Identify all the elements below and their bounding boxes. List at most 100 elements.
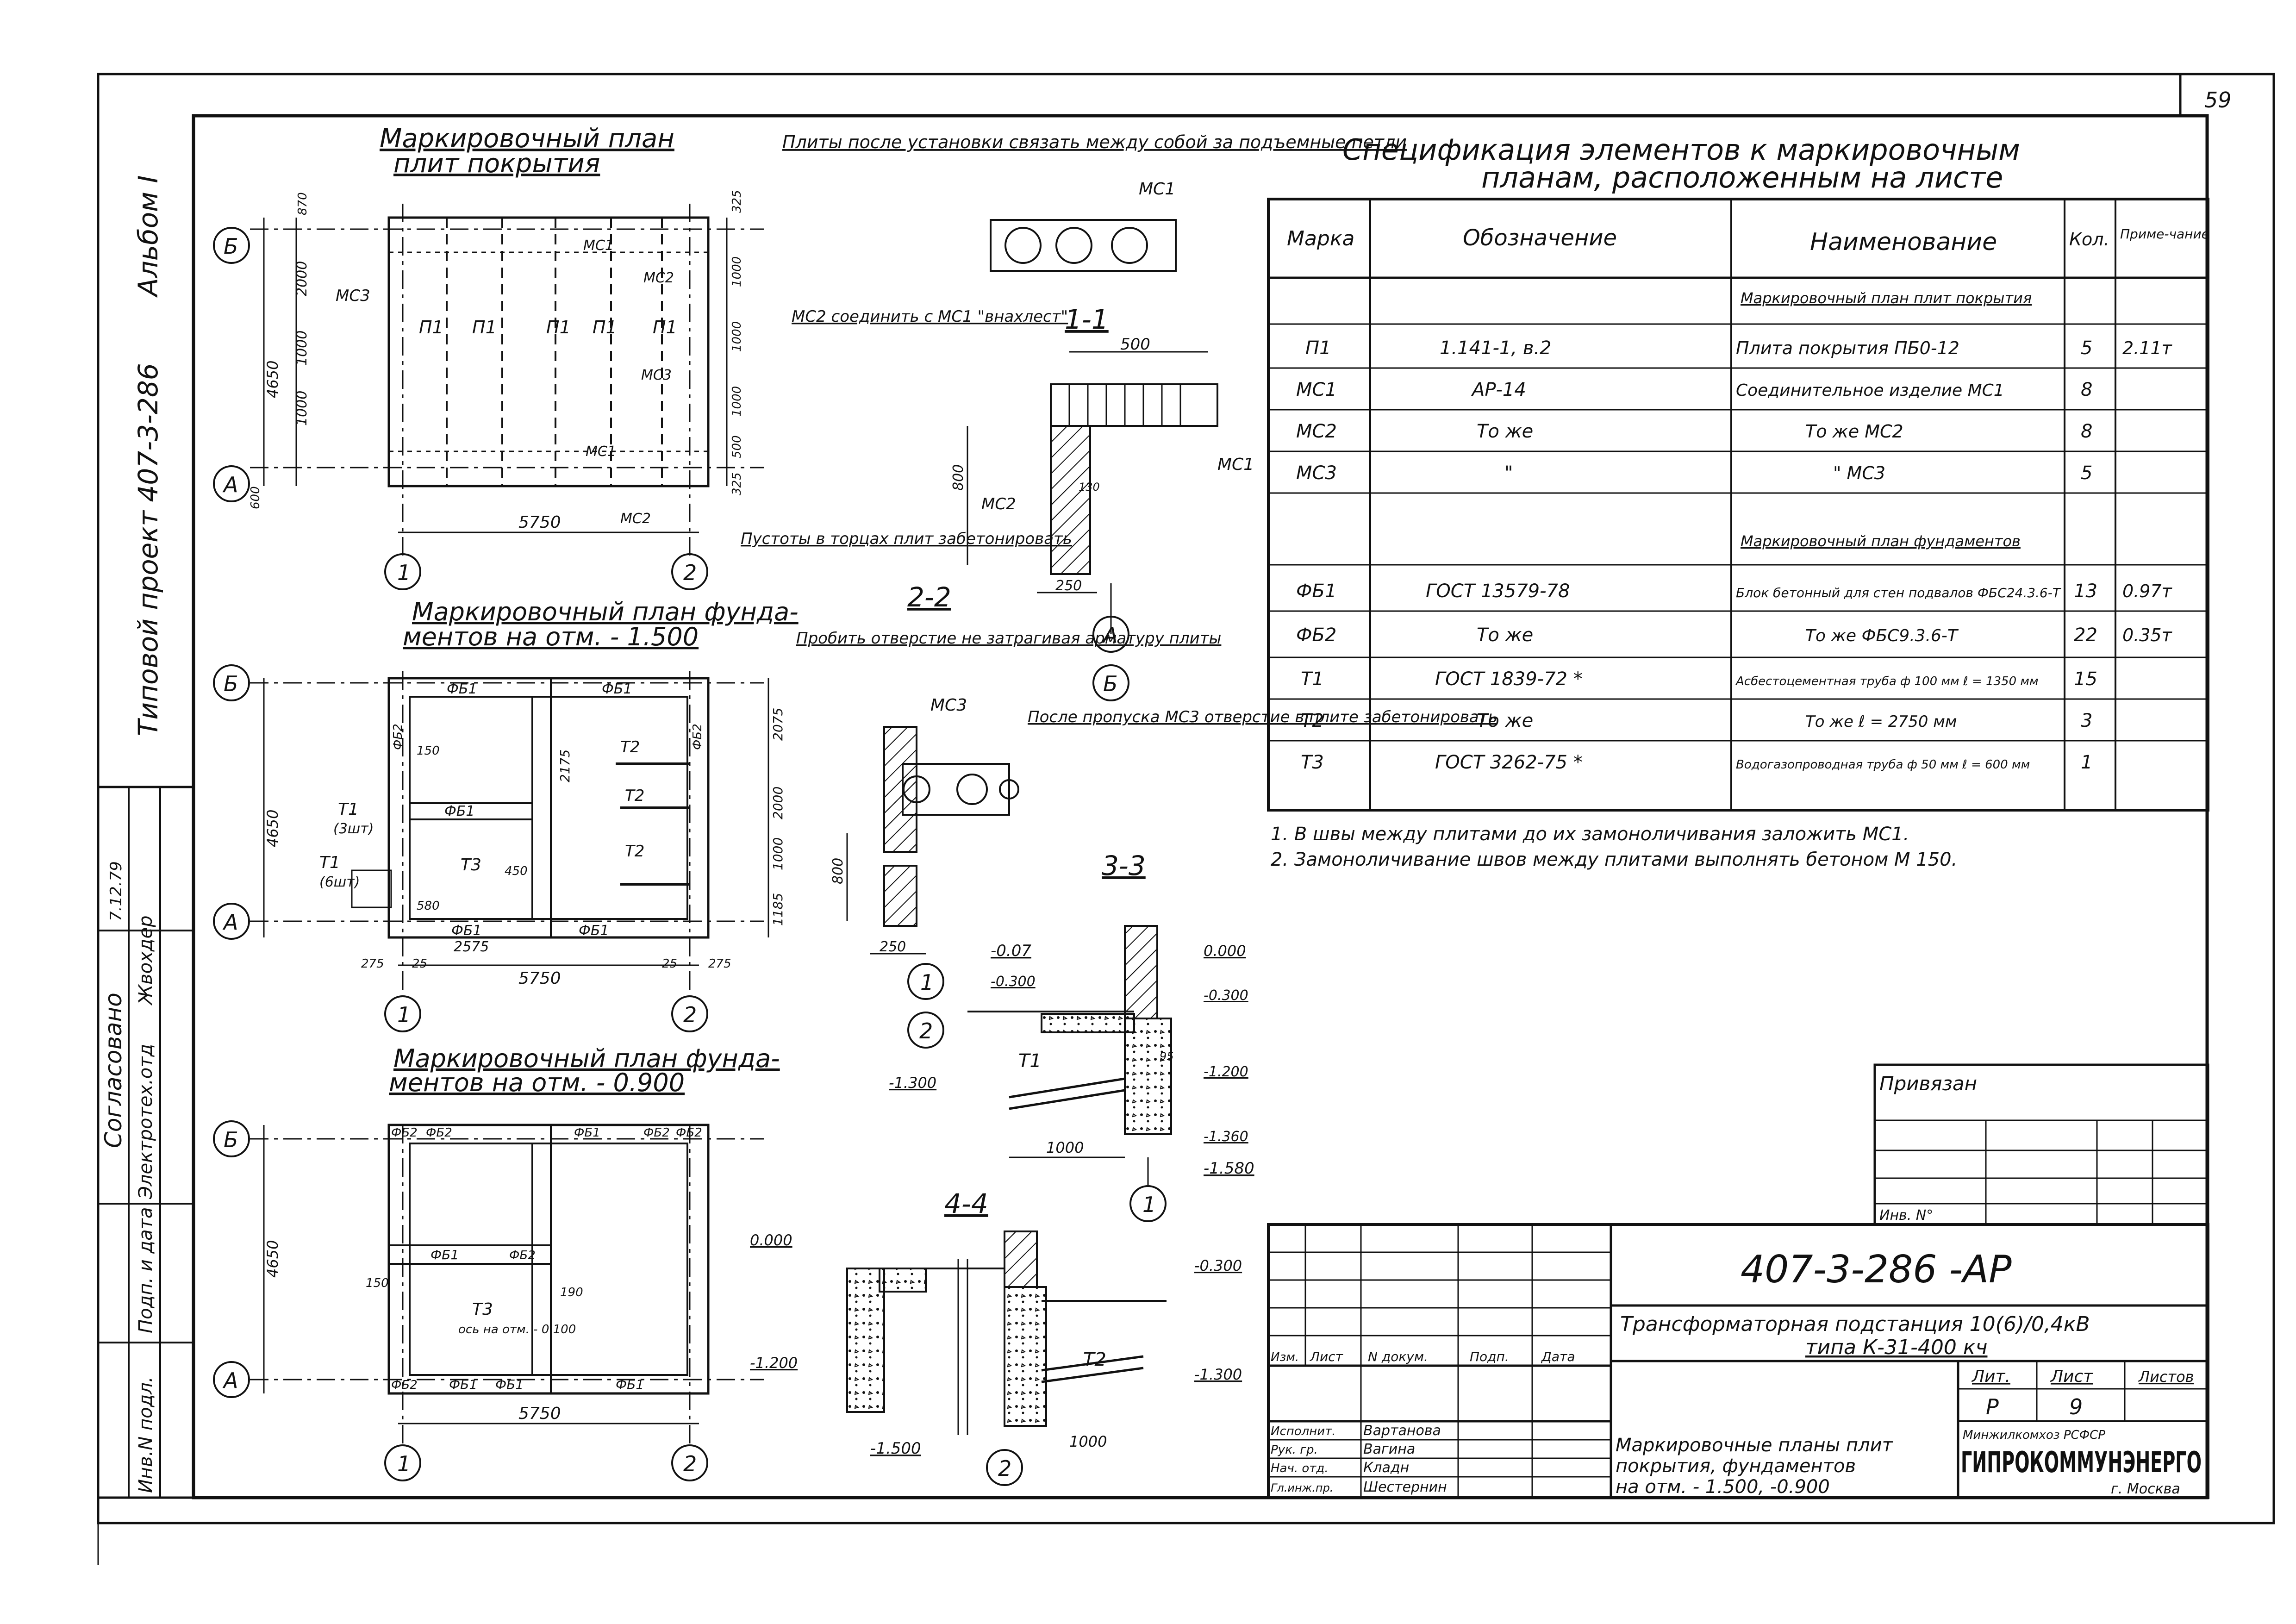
roof-slab-1: П1 bbox=[419, 317, 443, 337]
roof-mc2-bottom: МС2 bbox=[620, 511, 651, 527]
plan-roof bbox=[250, 204, 764, 556]
spec-h-name: Наименование bbox=[1810, 228, 1997, 256]
spec-row: Т1 ГОСТ 1839-72 * Асбестоцементная труба… bbox=[1301, 668, 2097, 690]
s33-level-0300a: -0.300 bbox=[991, 974, 1036, 990]
section-3-3 bbox=[967, 925, 1172, 1185]
roof-dim-right-500: 500 bbox=[730, 435, 744, 458]
s11-mc2: МС2 bbox=[981, 495, 1016, 513]
roof-dim-right-1000a: 1000 bbox=[730, 256, 744, 287]
spec-r3-name: То же МС2 bbox=[1805, 421, 1903, 442]
spec-row: МС2 То же То же МС2 8 bbox=[1296, 421, 2092, 442]
privyazan-block bbox=[1873, 1063, 2209, 1226]
section-4-4-title: 4-4 bbox=[944, 1188, 988, 1219]
tb-col-sign: Подп. bbox=[1470, 1349, 1509, 1364]
s44-level-1200: -1.200 bbox=[750, 1354, 798, 1372]
roof-dim-bottom: 5750 bbox=[518, 513, 561, 532]
spec-r1-mark: П1 bbox=[1305, 337, 1331, 359]
tb-stage-h2: Лист bbox=[2050, 1367, 2093, 1386]
s22-axis-2-bubble bbox=[907, 1012, 944, 1049]
f1500-t2-c: Т2 bbox=[625, 842, 644, 861]
album-label: Альбом I bbox=[132, 175, 164, 298]
s33-axis-bubble bbox=[1129, 1185, 1167, 1222]
spec-r4-name: " МС3 bbox=[1833, 463, 1885, 483]
roof-dim-left-870: 870 bbox=[296, 192, 310, 215]
tb-org-name: ГИПРОКОММУНЭНЕРГО bbox=[1961, 1445, 2202, 1479]
s11-dim-500: 500 bbox=[1120, 335, 1150, 354]
roof-dim-left-600: 600 bbox=[249, 486, 262, 509]
f1500-dim-25a: 25 bbox=[412, 957, 427, 971]
f1500-dim-bottom: 5750 bbox=[518, 969, 561, 988]
tb-object-2: типа К-31-400 кч bbox=[1805, 1336, 1987, 1359]
s33-t1: Т1 bbox=[1018, 1050, 1042, 1072]
f0900-t3-note: ось на отм. - 0.100 bbox=[458, 1323, 576, 1337]
plan-roof-title-2: плит покрытия bbox=[393, 149, 600, 179]
s11-axis-a: А bbox=[1102, 623, 1117, 648]
s33-level-1300: -1.300 bbox=[889, 1074, 936, 1092]
roof-dim-right-1000b: 1000 bbox=[730, 321, 744, 352]
s44-axis: 2 bbox=[998, 1456, 1011, 1481]
f0900-fb2-b: ФБ2 bbox=[426, 1126, 452, 1140]
f1500-t1-count: (3шт) bbox=[333, 821, 374, 837]
spec-r9-code: ГОСТ 3262-75 * bbox=[1435, 752, 1583, 773]
s44-level-0300: -0.300 bbox=[1194, 1257, 1242, 1274]
f1500-fb1-a: ФБ1 bbox=[447, 681, 477, 697]
privyazan-inv: Инв. N° bbox=[1879, 1207, 1933, 1224]
f1500-t1-count2: (6шт) bbox=[319, 874, 360, 890]
spec-r8-code: То же bbox=[1477, 710, 1533, 731]
s22-note-left-text: Пробить отверстие не затрагивая арматуру… bbox=[796, 629, 1221, 648]
tb-org-top: Минжилкомхоз РСФСР bbox=[1963, 1428, 2105, 1442]
spec-row: П1 1.141-1, в.2 Плита покрытия ПБ0-12 5 … bbox=[1305, 337, 2173, 359]
agreed-name: Жвохдер bbox=[135, 916, 156, 1006]
spec-r6-mark: ФБ2 bbox=[1296, 625, 1336, 646]
spec-h-qty: Кол. bbox=[2069, 229, 2109, 250]
f0900-axis-b: Б bbox=[224, 1127, 238, 1152]
spec-r8-mark: Т2 bbox=[1301, 710, 1324, 731]
section-4-4 bbox=[846, 1230, 1167, 1435]
roof-slab-2: П1 bbox=[472, 317, 497, 337]
spec-r3-mark: МС2 bbox=[1296, 421, 1337, 442]
f1500-fb1-b: ФБ1 bbox=[602, 681, 632, 697]
f1500-axis-1: 1 bbox=[397, 1002, 411, 1027]
f1500-dim-left: 4650 bbox=[264, 810, 281, 847]
sign-label-side: Подп. и дата bbox=[135, 1207, 156, 1333]
s11-axis-b: Б bbox=[1103, 671, 1118, 696]
spec-r2-qty: 8 bbox=[2081, 379, 2092, 400]
f0900-axis-a: А bbox=[222, 1368, 238, 1393]
spec-note-2: 2. Замоноличивание швов между плитами вы… bbox=[1271, 849, 1957, 870]
spec-title-2: планам, расположенным на листе bbox=[1481, 161, 2003, 194]
spec-r1-note: 2.11т bbox=[2122, 338, 2173, 358]
spec-r5-qty: 13 bbox=[2074, 581, 2097, 602]
s44-axis-bubble bbox=[986, 1449, 1023, 1486]
f0900-dim-left: 4650 bbox=[264, 1240, 281, 1278]
f1500-fb2-a: ФБ2 bbox=[391, 724, 405, 750]
tb-code: 407-3-286 -АР bbox=[1741, 1248, 2012, 1292]
s22-note-left: Пробить отверстие не затрагивая арматуру… bbox=[796, 629, 1221, 648]
plan-0900-title-2: ментов на отм. - 0.900 bbox=[389, 1068, 685, 1097]
f1500-dim-275b: 275 bbox=[708, 957, 731, 971]
tb-p1-role: Исполнит. bbox=[1271, 1424, 1336, 1438]
f0900-axis-bubbles bbox=[213, 1120, 708, 1481]
spec-r4-qty: 5 bbox=[2081, 462, 2092, 484]
spec-group-1: Маркировочный план плит покрытия bbox=[1741, 289, 2032, 307]
spec-r5-code: ГОСТ 13579-78 bbox=[1426, 581, 1570, 602]
spec-table bbox=[1267, 198, 2209, 812]
s11-dim-130: 130 bbox=[1079, 481, 1100, 493]
s44-t2: Т2 bbox=[1083, 1349, 1106, 1370]
spec-r3-qty: 8 bbox=[2081, 421, 2092, 442]
s11-mc1-top: МС1 bbox=[1139, 180, 1175, 199]
spec-row: МС3 " " МС3 5 bbox=[1296, 462, 2092, 484]
spec-r8-name: То же ℓ = 2750 мм bbox=[1805, 712, 1957, 731]
f1500-axis-bubbles bbox=[213, 664, 708, 1032]
f1500-dim-450: 450 bbox=[505, 864, 528, 878]
spec-r6-qty: 22 bbox=[2074, 625, 2097, 646]
spec-r5-note: 0.97т bbox=[2122, 581, 2173, 601]
plan-1500 bbox=[250, 671, 769, 995]
plan-1500-title-2: ментов на отм. - 1.500 bbox=[403, 622, 699, 651]
tb-col-doc: N докум. bbox=[1368, 1349, 1428, 1364]
spec-title-1: Спецификация элементов к маркировочным bbox=[1342, 133, 2020, 167]
agreed-date: 7.12.79 bbox=[107, 861, 125, 921]
s22-axis-1-bubble bbox=[907, 963, 944, 1000]
spec-r7-qty: 15 bbox=[2074, 668, 2097, 690]
f1500-dim-r2: 2000 bbox=[770, 787, 786, 819]
s22-dim-800: 800 bbox=[830, 858, 846, 884]
